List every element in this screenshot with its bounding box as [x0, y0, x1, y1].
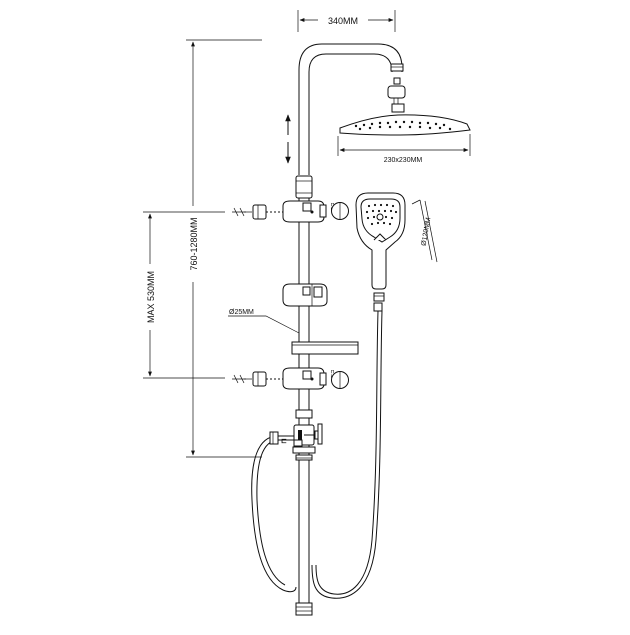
height-range-label: 760-1280MM: [189, 217, 199, 270]
pipe-diameter-label: Ø25MM: [229, 309, 254, 316]
slide-max-dimension: MAX 530MM: [143, 211, 225, 379]
riser-collar: [295, 175, 313, 199]
head-size-dimension: 230x230MM: [337, 134, 471, 164]
upper-wall-bracket: ⊏⊐: [232, 200, 349, 223]
soap-shelf: [291, 341, 359, 355]
overhead-shower-head: [339, 77, 471, 136]
handset-slider: [282, 283, 328, 307]
arm-reach-label: 340MM: [328, 16, 358, 26]
lower-wall-bracket: ⊏⊐: [232, 367, 349, 390]
diverter-valve: ⊏: [281, 409, 323, 461]
riser-pipe: [295, 43, 404, 616]
flexible-hose: [251, 302, 383, 599]
handset-diameter-dimension: Ø120MM: [411, 199, 438, 263]
handset-diameter-label: Ø120MM: [421, 217, 433, 247]
height-range-dimension: 760-1280MM: [186, 39, 262, 458]
svg-text:⊏⊐: ⊏⊐: [330, 370, 336, 378]
slide-max-label: MAX 530MM: [146, 271, 156, 323]
arm-reach-dimension: 340MM: [297, 10, 396, 32]
pipe-diameter-callout: Ø25MM: [228, 309, 300, 334]
head-size-label: 230x230MM: [384, 157, 423, 164]
svg-text:⊏: ⊏: [281, 437, 287, 445]
hand-shower: [355, 192, 406, 302]
